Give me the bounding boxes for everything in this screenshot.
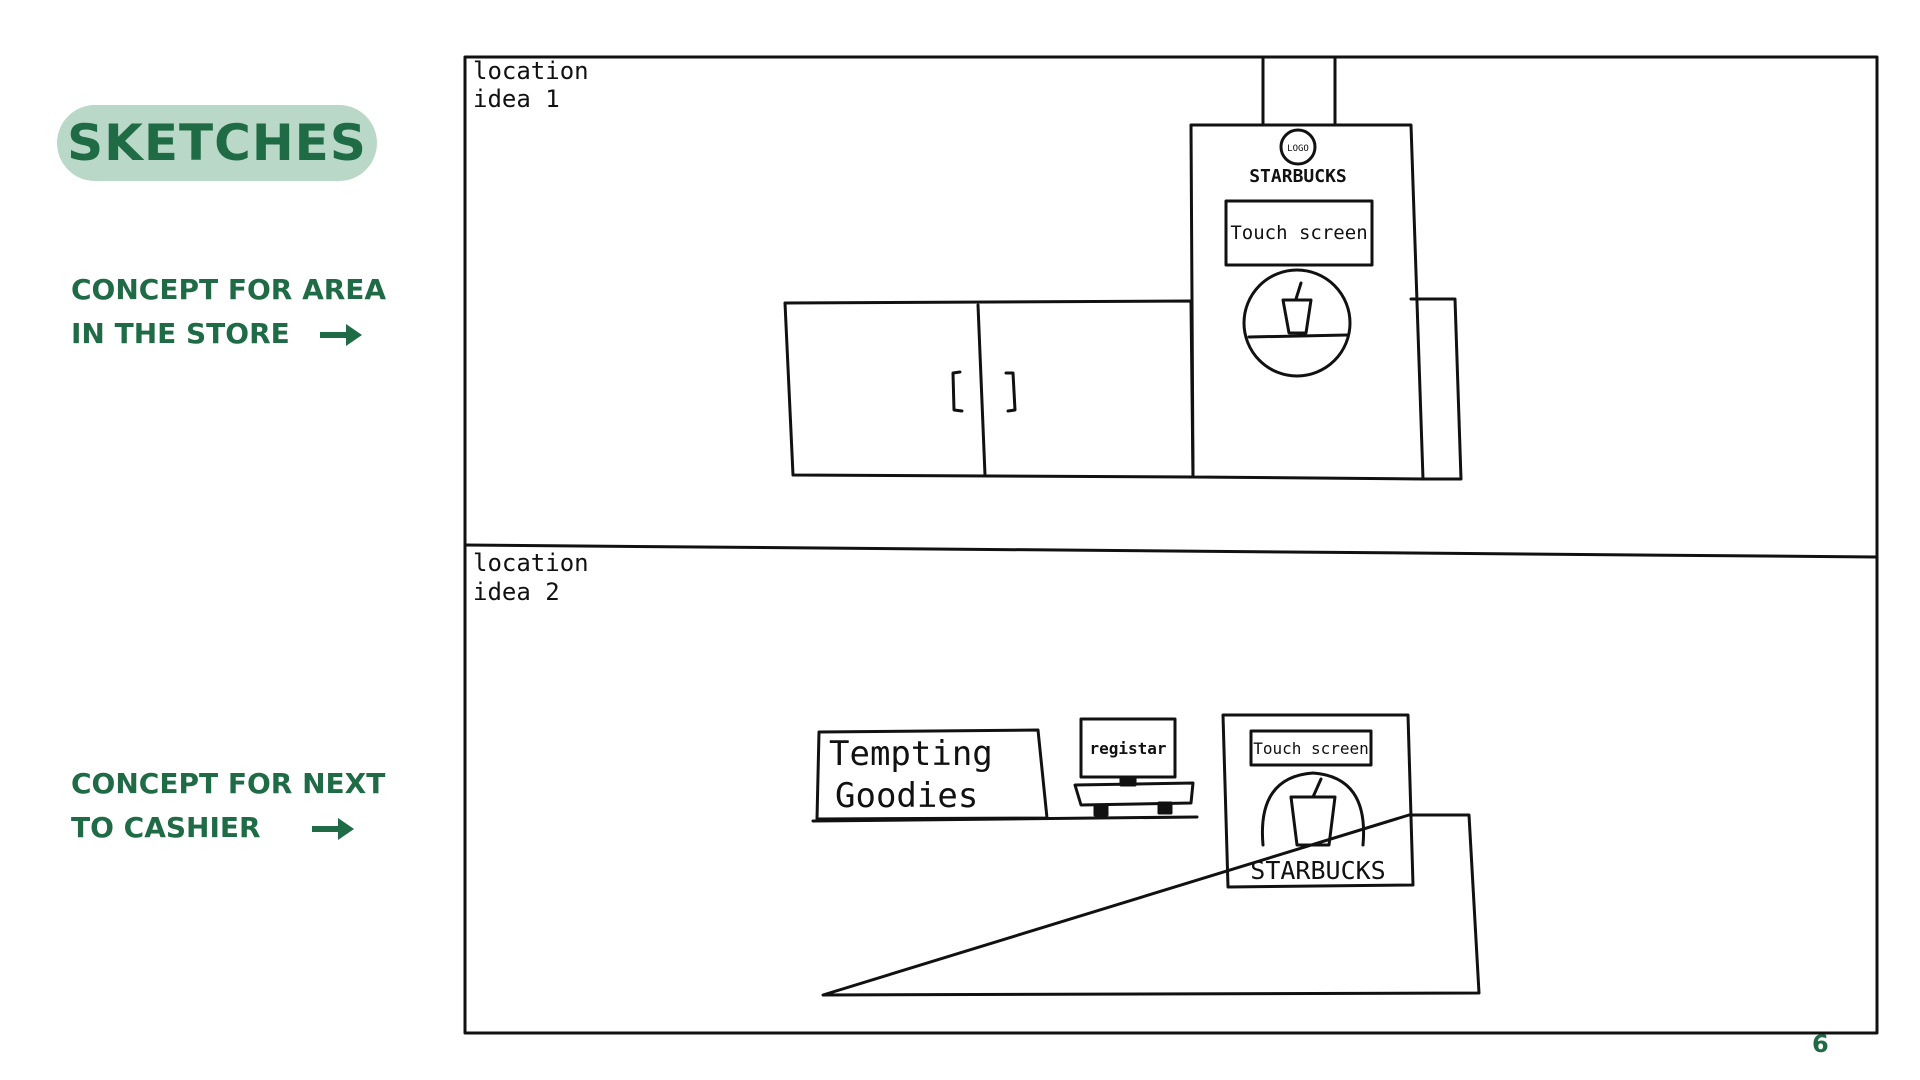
sketch1-label-line1: location bbox=[473, 57, 589, 85]
page-title: SKETCHES bbox=[67, 114, 367, 172]
register-label: registar bbox=[1089, 739, 1166, 758]
cup-icon bbox=[1289, 795, 1337, 847]
sketch1-label-line2: idea 1 bbox=[473, 85, 560, 113]
sketch2-label-line2: idea 2 bbox=[473, 578, 560, 606]
arrow-right-icon bbox=[312, 818, 355, 840]
touch-screen-label: Touch screen bbox=[1230, 222, 1367, 244]
cup-icon bbox=[1281, 298, 1313, 335]
concept-area-line1: CONCEPT FOR AREA bbox=[71, 273, 387, 306]
concept-cashier-line2: TO CASHIER bbox=[71, 811, 261, 844]
touch-screen-2 bbox=[1249, 729, 1373, 767]
title-pill: SKETCHES bbox=[57, 105, 377, 181]
kiosk-2-brand: STARBUCKS bbox=[1250, 856, 1385, 885]
sketch2-label-line1: location bbox=[473, 549, 589, 577]
kiosk-logo-text: LOGO bbox=[1287, 144, 1309, 154]
cup-circle bbox=[1242, 268, 1352, 378]
kiosk-brand: STARBUCKS bbox=[1249, 166, 1347, 187]
concept-cashier-line1: CONCEPT FOR NEXT bbox=[71, 767, 386, 800]
concept-cashier-line2-wrap: TO CASHIER bbox=[71, 806, 385, 850]
kiosk-pipe bbox=[1261, 55, 1337, 125]
touch-screen-2-label: Touch screen bbox=[1253, 739, 1369, 758]
sketch-frame: location idea 1 LOGO STARBUCKS Touch scr… bbox=[463, 55, 1879, 1035]
goodies-line1: Tempting bbox=[829, 734, 993, 774]
sketch-divider bbox=[463, 543, 1879, 559]
kiosk: LOGO STARBUCKS Touch screen bbox=[1189, 123, 1425, 481]
side-panel bbox=[1409, 297, 1463, 481]
arrow-right-icon bbox=[319, 324, 362, 346]
page-number: 6 bbox=[1812, 1030, 1829, 1058]
goodies-line2: Goodies bbox=[835, 776, 978, 816]
register: registar bbox=[1073, 717, 1195, 817]
logo-circle bbox=[1279, 128, 1317, 166]
counter bbox=[811, 813, 1481, 997]
concept-area-label: CONCEPT FOR AREA IN THE STORE bbox=[71, 268, 386, 356]
concept-area-line2-wrap: IN THE STORE bbox=[71, 312, 386, 356]
concept-area-line2: IN THE STORE bbox=[71, 317, 290, 350]
concept-cashier-label: CONCEPT FOR NEXT TO CASHIER bbox=[71, 762, 385, 850]
touch-screen bbox=[1224, 199, 1374, 267]
cabinet bbox=[783, 299, 1195, 479]
goodies-case: Tempting Goodies bbox=[815, 728, 1049, 821]
kiosk-2: Touch screen STARBUCKS bbox=[1221, 713, 1415, 889]
